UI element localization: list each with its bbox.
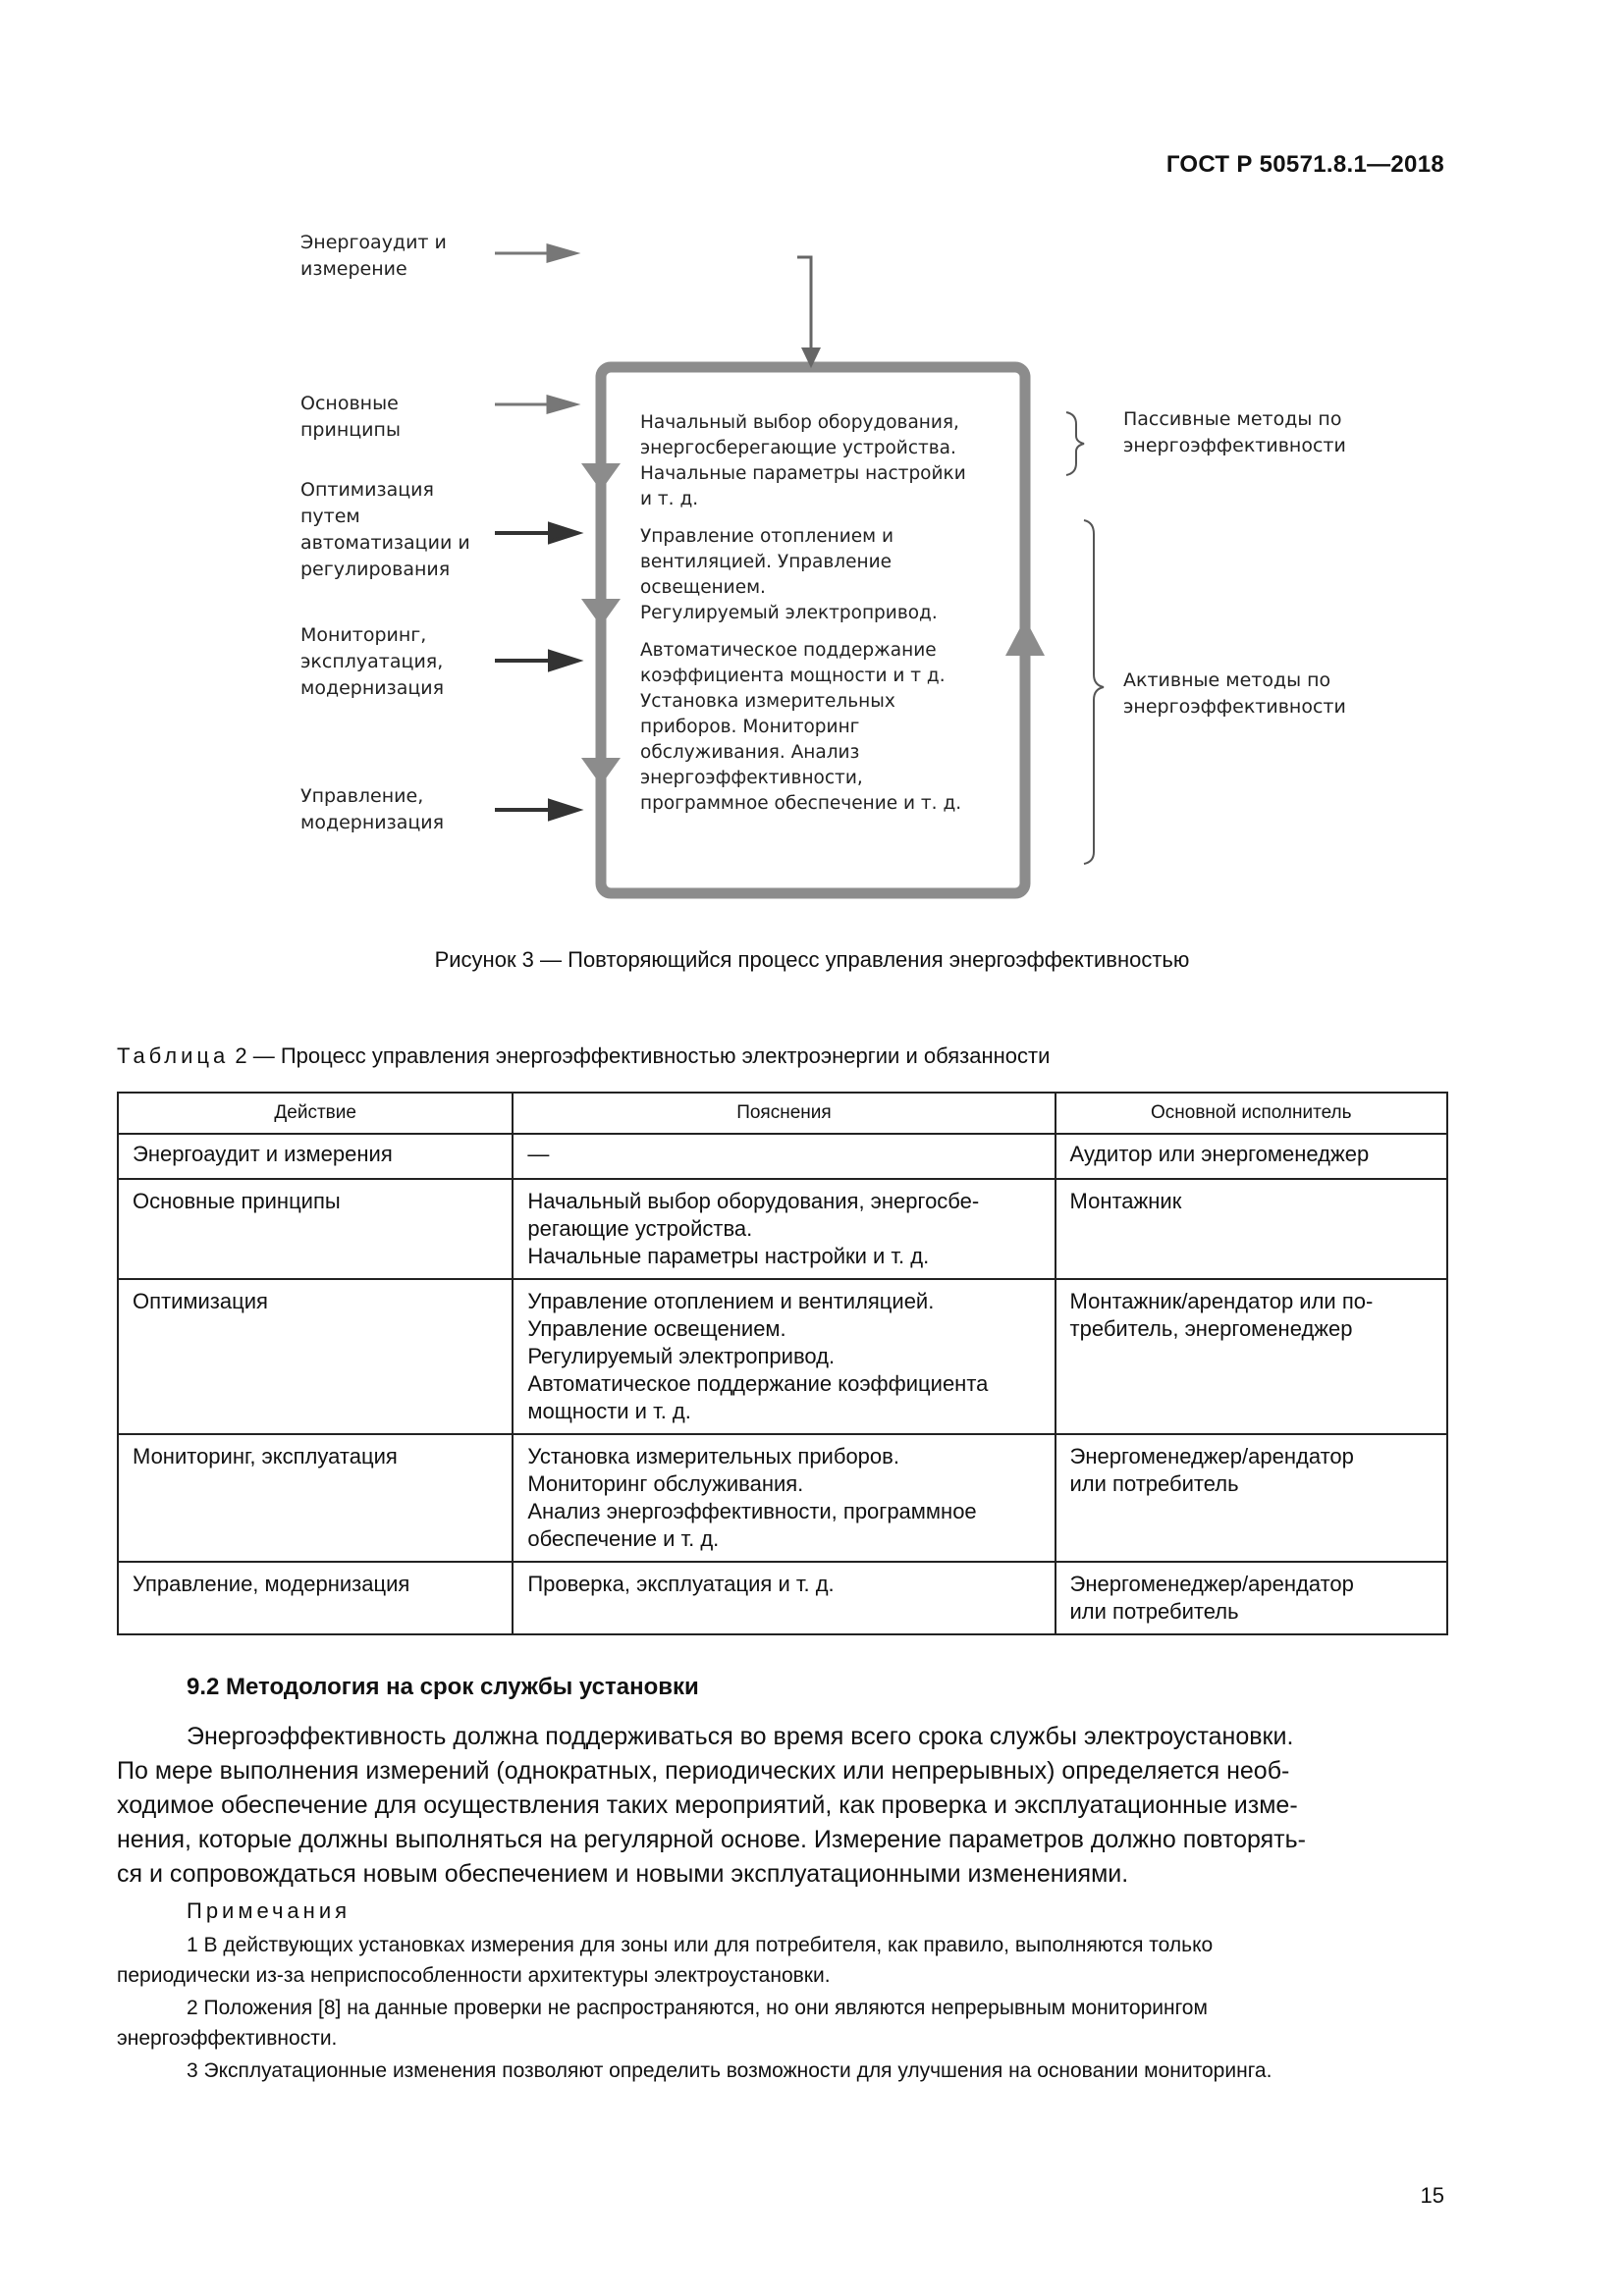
passive-brace	[1065, 411, 1085, 476]
cell-performer: Монтажник	[1054, 1178, 1449, 1280]
down-arrow-2	[581, 599, 621, 626]
input-arrow-3	[548, 521, 584, 545]
input-arrow-2	[546, 395, 581, 414]
process-table: Действие Пояснения Основной исполнитель …	[116, 1092, 1449, 1635]
section-title: 9.2 Методология на срок службы установки	[187, 1674, 699, 1700]
input-arrow-4	[548, 649, 584, 672]
cell-action: Мониторинг, эксплуатация	[116, 1433, 514, 1563]
table-row: Управление, модернизация Проверка, экспл…	[116, 1561, 1449, 1635]
down-arrow-3	[581, 758, 621, 785]
box-text-initial: Начальный выбор оборудования,энергосбере…	[640, 412, 966, 509]
cell-explanation: Установка измерительных приборов.Монитор…	[512, 1433, 1056, 1563]
table-row: Мониторинг, эксплуатация Установка измер…	[116, 1433, 1449, 1563]
active-brace	[1083, 519, 1105, 865]
down-arrow-1	[581, 463, 621, 491]
cell-explanation: —	[512, 1133, 1056, 1180]
cell-action: Основные принципы	[116, 1178, 514, 1280]
table-title: Таблица 2 — Процесс управления энергоэфф…	[117, 1043, 1051, 1068]
table-row: Энергоаудит и измерения — Аудитор или эн…	[116, 1133, 1449, 1180]
col-header-performer: Основной исполнитель	[1054, 1092, 1449, 1135]
cell-action: Энергоаудит и измерения	[116, 1133, 514, 1180]
table-header-row: Действие Пояснения Основной исполнитель	[116, 1092, 1449, 1135]
figure-caption: Рисунок 3 — Повторяющийся процесс управл…	[434, 947, 1190, 972]
note-3: 3 Эксплуатационные изменения позволяют о…	[187, 2059, 1272, 2082]
table-row: Основные принципы Начальный выбор оборуд…	[116, 1178, 1449, 1280]
section-paragraph: Энергоэффективность должна поддерживатьс…	[117, 1723, 1306, 1888]
input-arrow-1	[546, 243, 581, 263]
page-number: 15	[1420, 2183, 1444, 2208]
top-entry-arrow-head	[801, 347, 821, 368]
cell-action: Управление, модернизация	[116, 1561, 514, 1635]
label-management: Управление,модернизация	[300, 785, 445, 833]
note-1: 1 В действующих установках измерения для…	[117, 1934, 1214, 1987]
up-arrow	[1005, 618, 1045, 656]
table-row: Оптимизация Управление отоплением и вент…	[116, 1278, 1449, 1435]
col-header-action: Действие	[116, 1092, 514, 1135]
cell-explanation: Проверка, эксплуатация и т. д.	[512, 1561, 1056, 1635]
input-arrow-5	[548, 798, 584, 822]
cell-explanation: Управление отоплением и вентиляцией.Упра…	[512, 1278, 1056, 1435]
label-monitoring: Мониторинг,эксплуатация,модернизация	[300, 624, 445, 699]
document-code: ГОСТ Р 50571.8.1—2018	[1165, 151, 1444, 178]
cell-action: Оптимизация	[116, 1278, 514, 1435]
notes-heading: Примечания	[187, 1898, 352, 1923]
note-2: 2 Положения [8] на данные проверки не ра…	[117, 1997, 1208, 2050]
col-header-explanation: Пояснения	[512, 1092, 1056, 1135]
figure-graphics	[495, 243, 1105, 899]
cell-performer: Монтажник/арендатор или по-требитель, эн…	[1054, 1278, 1449, 1435]
box-text-block: Начальный выбор оборудования,энергосбере…	[640, 410, 994, 828]
cell-explanation: Начальный выбор оборудования, энергосбе-…	[512, 1178, 1056, 1280]
top-entry-arrow	[797, 255, 813, 350]
cell-performer: Аудитор или энергоменеджер	[1054, 1133, 1449, 1180]
